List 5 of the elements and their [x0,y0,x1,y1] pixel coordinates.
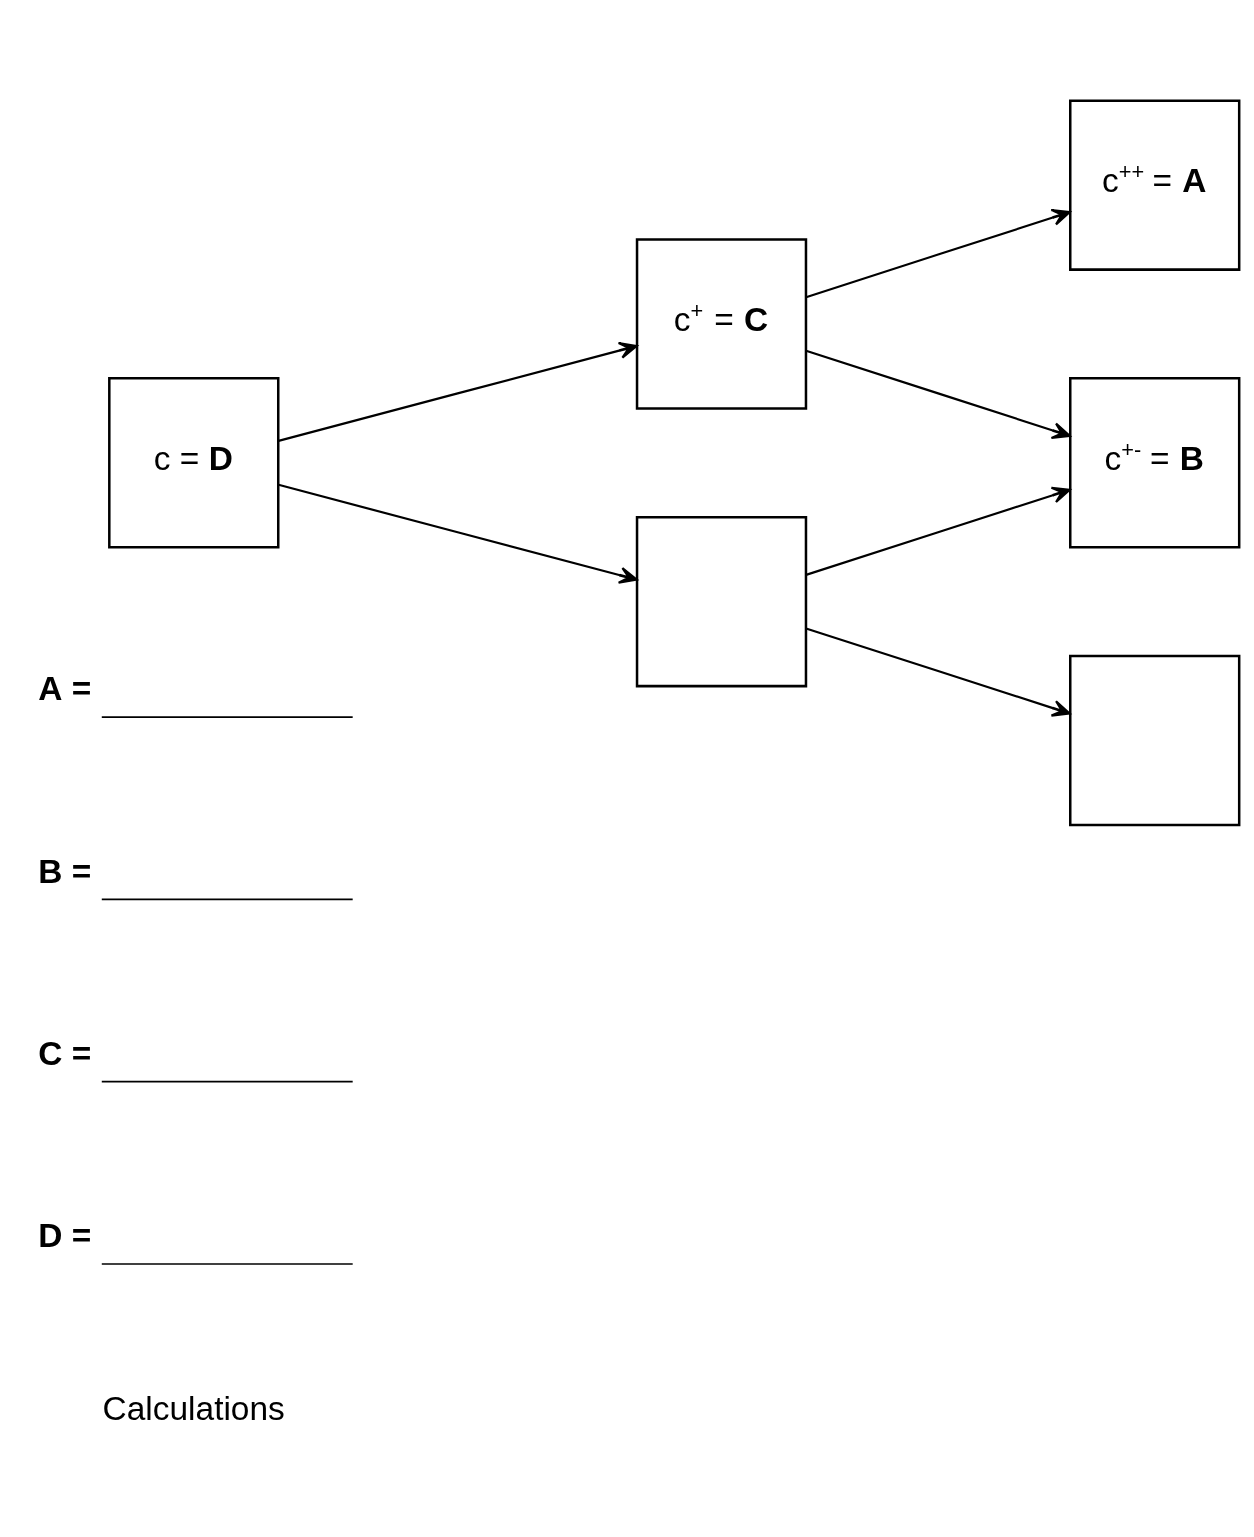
label: B = [38,852,92,890]
label: C = [38,1034,92,1072]
label: A = [38,670,92,708]
label: D = [38,1217,92,1255]
label: Calculations [102,1389,285,1427]
